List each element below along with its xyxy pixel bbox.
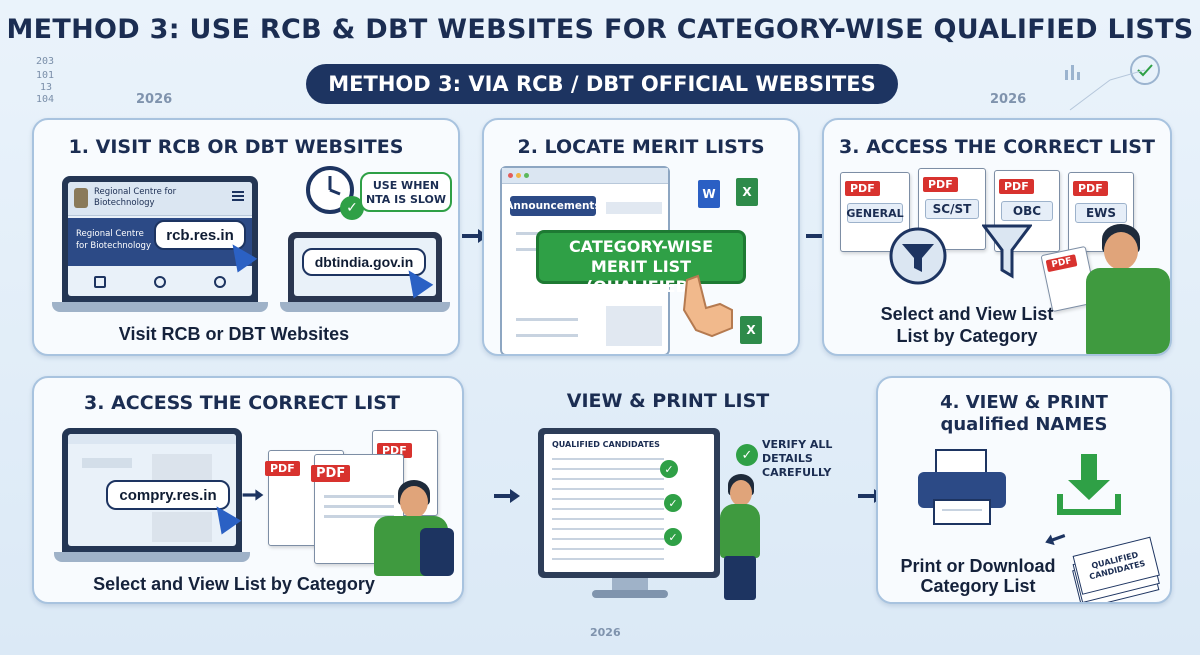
panel-title: 3. ACCESS THE CORRECT LIST bbox=[84, 392, 400, 414]
funnel-icon bbox=[982, 224, 1032, 279]
qualified-list-header: QUALIFIED CANDIDATES bbox=[552, 440, 660, 449]
panel-caption: Select and View List by Category bbox=[93, 574, 375, 594]
panel-title: 2. LOCATE MERIT LISTS bbox=[517, 136, 765, 158]
step-panel-access-list-2: 3. ACCESS THE CORRECT LIST compry.res.in… bbox=[32, 376, 464, 604]
check-icon: ✓ bbox=[664, 494, 682, 512]
deco-number: 203 bbox=[36, 56, 55, 67]
verify-note: VERIFY ALL DETAILS CAREFULLY bbox=[762, 438, 833, 479]
person-icon bbox=[1086, 268, 1170, 354]
emblem-icon bbox=[74, 188, 88, 208]
globe-icon[interactable] bbox=[214, 276, 226, 288]
panel-title: 4. VIEW & PRINT bbox=[940, 392, 1108, 413]
category-wise-merit-list-button[interactable]: CATEGORY-WISE MERIT LIST (QUALIFIED) bbox=[536, 230, 746, 296]
deco-number: 104 bbox=[36, 94, 55, 105]
site-name-text: Regional Centre for Biotechnology bbox=[76, 229, 151, 251]
deco-number: 13 bbox=[40, 82, 53, 93]
panel-title: qualified NAMES bbox=[940, 414, 1108, 435]
network-decoration-icon bbox=[1065, 55, 1160, 111]
person-head bbox=[400, 486, 428, 518]
panel-caption: Select and View List bbox=[880, 304, 1054, 324]
person-head bbox=[1104, 232, 1138, 270]
site-header-text: Regional Centre for Biotechnology bbox=[94, 187, 177, 208]
check-icon: ✓ bbox=[660, 460, 678, 478]
excel-file-icon: X bbox=[740, 316, 762, 344]
panel-caption: Category List bbox=[920, 576, 1036, 596]
pointing-hand-icon bbox=[682, 274, 733, 338]
monitor-foot bbox=[592, 590, 668, 598]
filter-funnel-icon bbox=[889, 227, 947, 285]
use-when-badge: USE WHEN NTA IS SLOW bbox=[360, 172, 452, 212]
stack-label: QUALIFIED CANDIDATES bbox=[1088, 550, 1147, 582]
panel-title: 1. VISIT RCB OR DBT WEBSITES bbox=[68, 136, 404, 158]
flow-arrow bbox=[494, 489, 520, 503]
word-file-icon: W bbox=[698, 180, 720, 208]
page-title: METHOD 3: USE RCB & DBT WEBSITES FOR CAT… bbox=[6, 14, 1194, 45]
tab-announcements[interactable]: Announcements bbox=[505, 196, 601, 216]
category-label[interactable]: GENERAL bbox=[846, 203, 904, 223]
panel-title: VIEW & PRINT LIST bbox=[566, 390, 770, 412]
check-icon: ✓ bbox=[664, 528, 682, 546]
user-icon[interactable] bbox=[154, 276, 166, 288]
category-label[interactable]: OBC bbox=[1001, 201, 1053, 221]
step-panel-view-print: VIEW & PRINT LIST QUALIFIED CANDIDATES ✓… bbox=[498, 376, 854, 604]
panel-caption: Print or Download bbox=[900, 556, 1056, 576]
menu-icon[interactable] bbox=[232, 191, 244, 201]
url-compry[interactable]: compry.res.in bbox=[106, 480, 230, 510]
url-rcb[interactable]: rcb.res.in bbox=[154, 220, 246, 250]
deco-year-left: 2026 bbox=[136, 92, 173, 107]
method-subtitle-pill: METHOD 3: VIA RCB / DBT OFFICIAL WEBSITE… bbox=[306, 64, 898, 104]
category-label[interactable]: EWS bbox=[1075, 203, 1127, 223]
deco-year-bottom: 2026 bbox=[590, 626, 621, 639]
step-panel-locate-merit: 2. LOCATE MERIT LISTS Announcements W X … bbox=[482, 118, 800, 356]
person-icon bbox=[720, 504, 760, 558]
paper-stack: QUALIFIED CANDIDATES bbox=[1069, 536, 1164, 602]
panel-title: 3. ACCESS THE CORRECT LIST bbox=[839, 136, 1155, 158]
download-icon bbox=[1057, 454, 1121, 515]
person-head bbox=[730, 480, 752, 506]
step-panel-print-names: 4. VIEW & PRINT qualified NAMES Print or… bbox=[876, 376, 1172, 604]
flow-arrow bbox=[242, 489, 264, 501]
pdf-doc-obc: PDF OBC bbox=[994, 170, 1060, 252]
monitor-stand bbox=[612, 578, 648, 592]
person-legs bbox=[724, 556, 756, 600]
monitor: QUALIFIED CANDIDATES ✓ ✓ ✓ bbox=[538, 428, 720, 578]
step-panel-visit-websites: 1. VISIT RCB OR DBT WEBSITES Regional Ce… bbox=[32, 118, 460, 356]
step-panel-access-list: 3. ACCESS THE CORRECT LIST PDF GENERAL P… bbox=[822, 118, 1172, 356]
curved-arrow-icon bbox=[1043, 530, 1066, 548]
category-label[interactable]: SC/ST bbox=[925, 199, 979, 219]
pdf-doc-ews: PDF EWS bbox=[1068, 172, 1134, 252]
printer-icon bbox=[918, 449, 1006, 525]
panel-caption: Visit RCB or DBT Websites bbox=[118, 324, 350, 344]
deco-year-right: 2026 bbox=[990, 92, 1027, 107]
panel-caption: List by Category bbox=[896, 326, 1038, 346]
home-icon[interactable] bbox=[94, 276, 106, 288]
check-icon: ✓ bbox=[736, 444, 758, 466]
excel-file-icon: X bbox=[736, 178, 758, 206]
url-dbt[interactable]: dbtindia.gov.in bbox=[302, 248, 426, 276]
deco-number: 101 bbox=[36, 70, 55, 81]
